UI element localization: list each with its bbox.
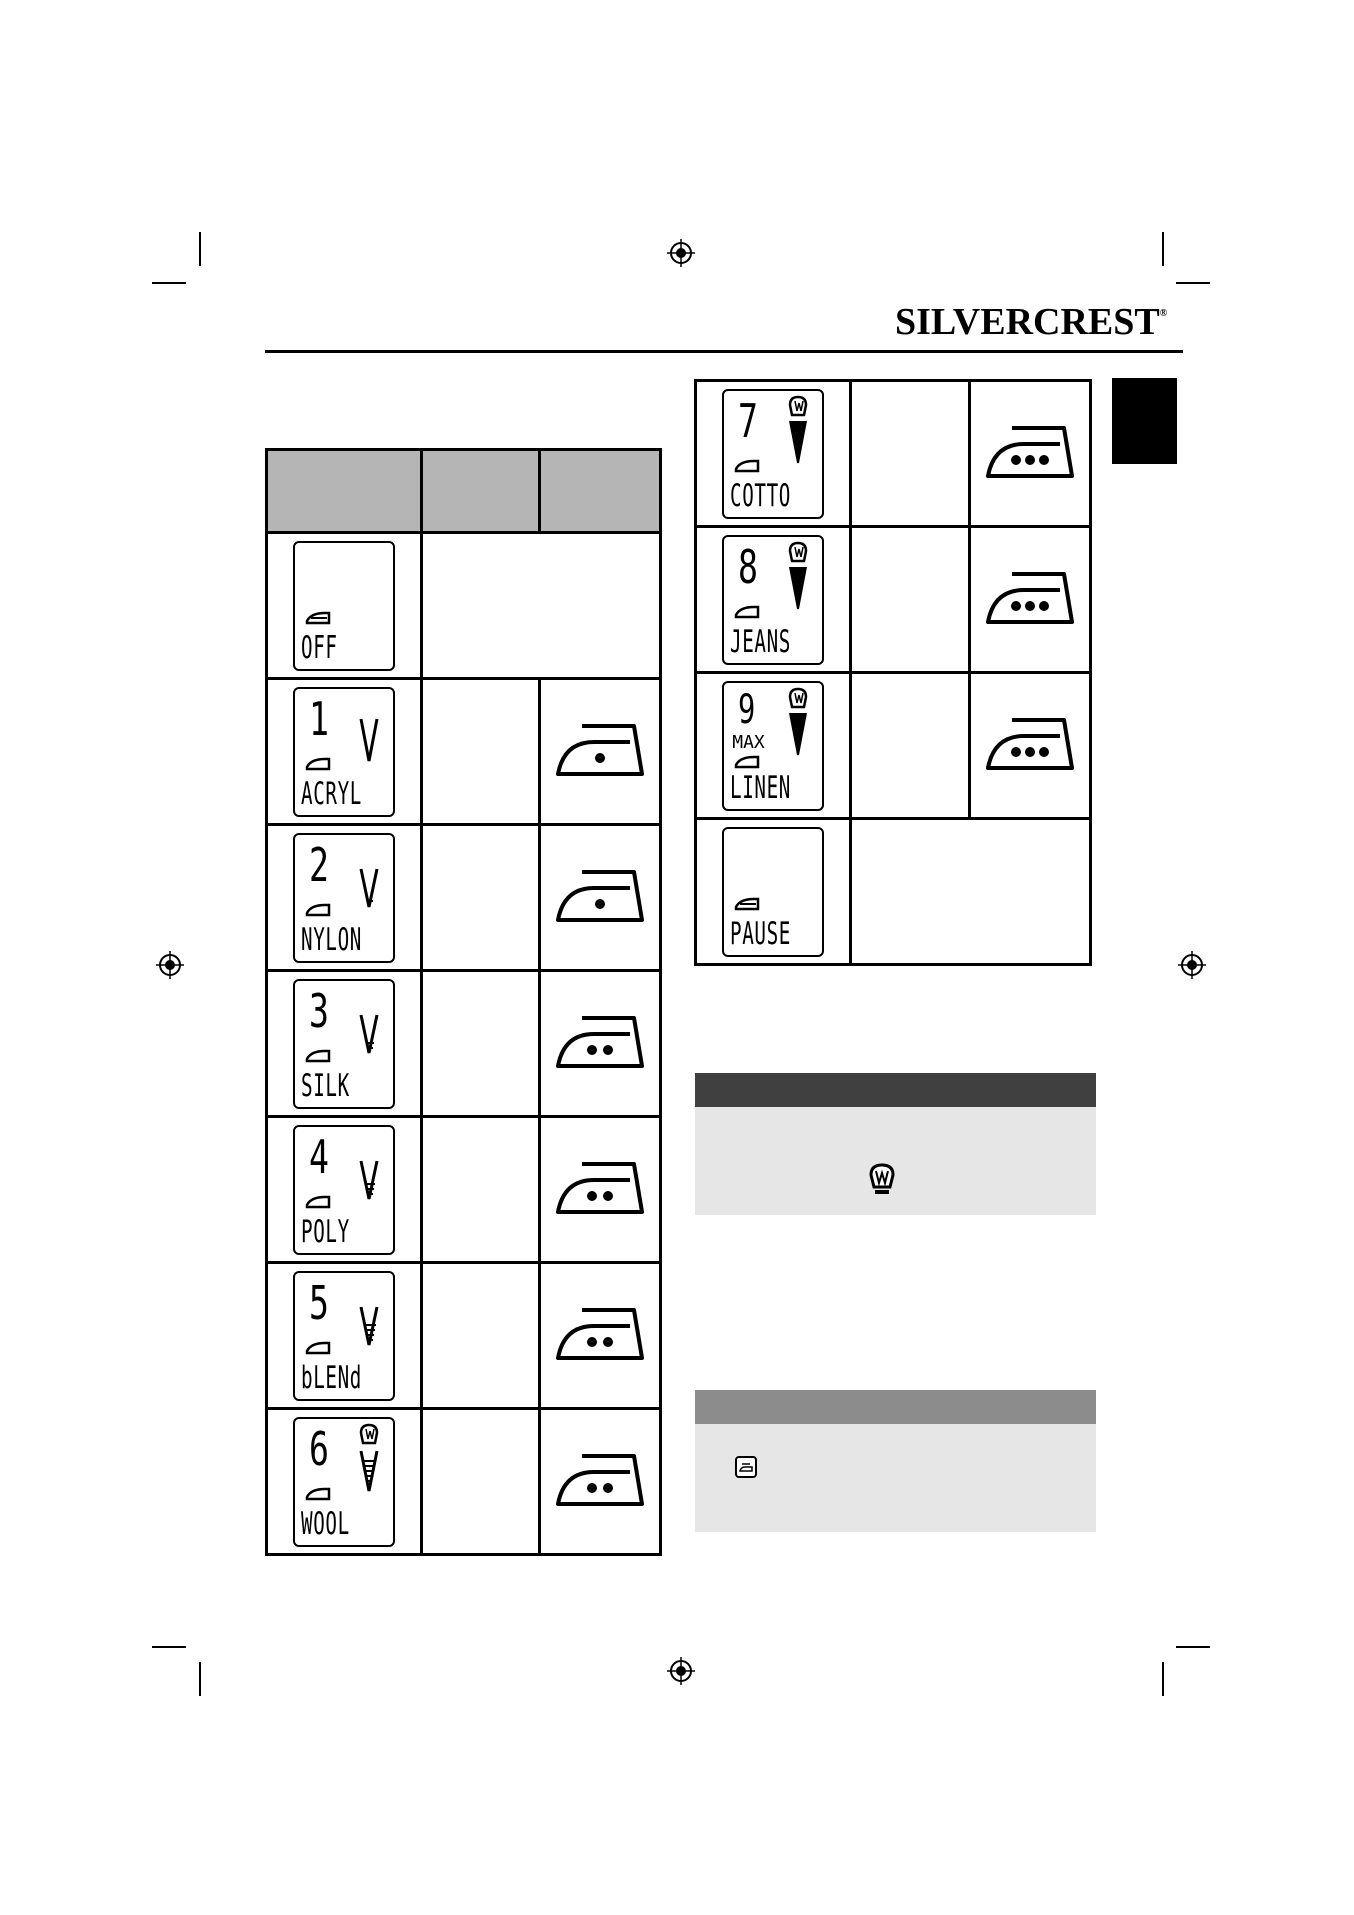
note-body <box>695 1424 1096 1532</box>
steam-icon <box>734 687 808 768</box>
steam-icon <box>305 1423 379 1500</box>
table-row: OFF <box>264 531 662 680</box>
display-digit: 2 <box>309 837 330 892</box>
iron-icon <box>986 426 1075 478</box>
table-header-row <box>264 448 662 534</box>
display-label: POLY <box>301 1213 350 1250</box>
registration-mark-icon <box>1178 951 1206 979</box>
display-digit: 8 <box>738 539 759 594</box>
note-body <box>695 1107 1096 1215</box>
display-digit: 9 <box>738 686 756 733</box>
display-label: SILK <box>301 1067 350 1104</box>
display-blend: 5 bLENd <box>293 1270 396 1401</box>
registration-mark-icon <box>667 1657 695 1685</box>
iron-icon <box>556 870 645 922</box>
display-label: bLENd <box>301 1359 363 1396</box>
display-label: OFF <box>301 629 338 666</box>
table-row: PAUSE <box>693 817 1092 966</box>
soleplate-icon <box>305 611 331 624</box>
crop-mark <box>1176 282 1210 284</box>
thermo-icon <box>305 1014 379 1062</box>
note-header-dark <box>695 1073 1096 1107</box>
crop-mark <box>152 282 186 284</box>
iron-icon <box>556 724 645 776</box>
crop-mark <box>1162 1662 1164 1696</box>
iron-icon <box>556 1454 645 1506</box>
display-digit: 1 <box>309 691 330 746</box>
crop-mark <box>152 1646 186 1648</box>
thermo-icon <box>305 868 379 916</box>
language-tab <box>1112 378 1177 464</box>
crop-mark <box>1176 1646 1210 1648</box>
iron-icon <box>556 1308 645 1360</box>
display-digit: 5 <box>309 1275 330 1330</box>
display-off: OFF <box>293 540 396 671</box>
thermo-icon <box>305 1160 379 1208</box>
note-header-gray <box>695 1390 1096 1424</box>
display-icon <box>735 1456 757 1478</box>
display-digit: 4 <box>309 1129 330 1184</box>
display-pause: PAUSE <box>722 826 825 957</box>
iron-icon <box>986 572 1075 624</box>
display-digit: 7 <box>738 393 759 448</box>
steam-icon <box>734 395 808 472</box>
display-label: COTTO <box>730 477 792 514</box>
brand-logo: SILVERCREST® <box>895 301 1168 343</box>
crop-mark <box>199 1662 201 1696</box>
registration-mark-icon <box>667 239 695 267</box>
display-label: NYLON <box>301 921 363 958</box>
crop-mark <box>1162 232 1164 266</box>
display-label: LINEN <box>730 769 792 806</box>
display-label: WOOL <box>301 1505 350 1542</box>
crop-mark <box>199 232 201 266</box>
iron-icon <box>556 1162 645 1214</box>
thermo-icon <box>305 1306 379 1354</box>
iron-icon <box>556 1016 645 1068</box>
display-label: JEANS <box>730 623 792 660</box>
registration-mark-icon <box>156 951 184 979</box>
display-digit: 6 <box>309 1421 330 1476</box>
steam-icon <box>734 541 808 618</box>
steam-icon <box>869 1163 895 1194</box>
thermo-icon <box>305 718 379 770</box>
max-label: MAX <box>732 731 765 753</box>
display-label: PAUSE <box>730 915 792 952</box>
iron-icon <box>986 718 1075 770</box>
soleplate-icon <box>734 897 760 910</box>
display-digit: 3 <box>309 983 330 1038</box>
table-row: 5 bLENd <box>264 1261 662 1410</box>
display-label: ACRYL <box>301 775 363 812</box>
header-rule <box>265 350 1183 353</box>
